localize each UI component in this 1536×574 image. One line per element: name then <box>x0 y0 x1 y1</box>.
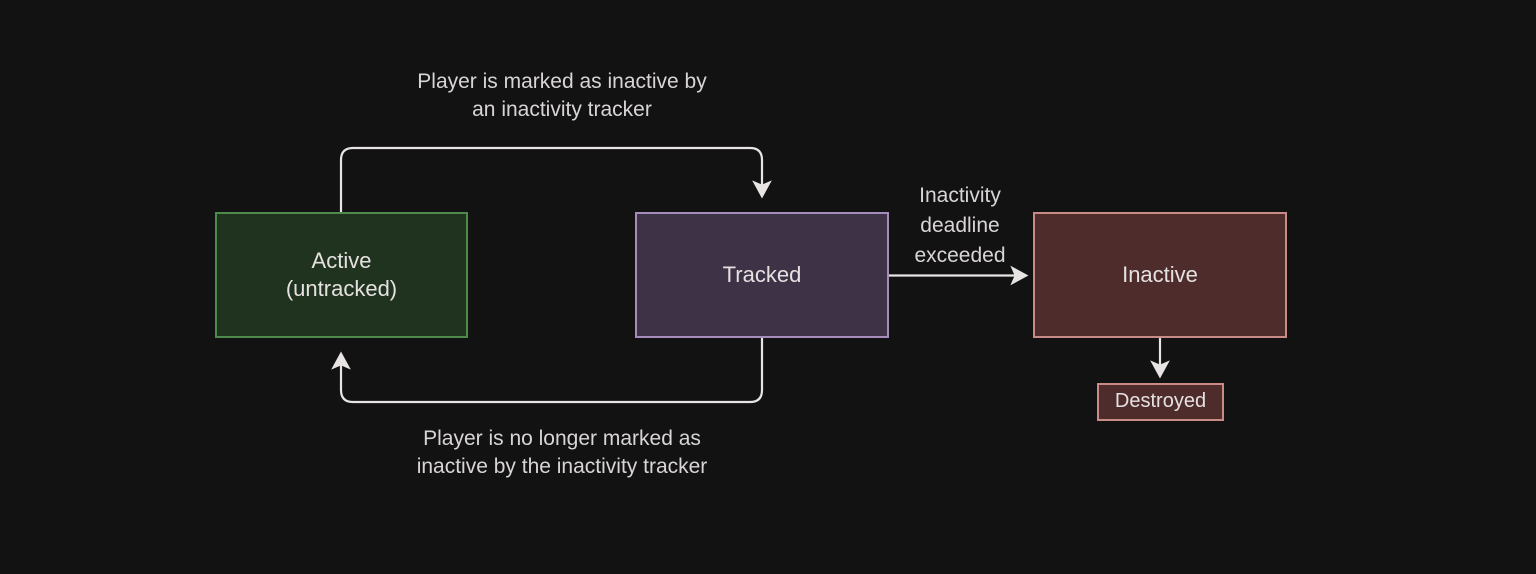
state-node-active-label: Active (untracked) <box>285 247 398 301</box>
state-node-destroyed[interactable]: Destroyed <box>1097 383 1224 421</box>
edge-tracked-to-active <box>331 338 764 404</box>
state-node-inactive[interactable]: Inactive <box>1033 212 1287 338</box>
edge-label-active-to-tracked: Player is marked as inactive by an inact… <box>417 70 707 121</box>
state-node-active[interactable]: Active (untracked) <box>215 212 468 338</box>
edge-label-tracked-to-inactive: Inactivity deadline exceeded <box>914 184 1006 267</box>
edge-label-tracked-to-active: Player is no longer marked as inactive b… <box>416 427 708 478</box>
edge-active-to-tracked <box>339 146 772 212</box>
state-node-destroyed-label: Destroyed <box>1114 390 1207 413</box>
state-node-tracked[interactable]: Tracked <box>635 212 889 338</box>
state-node-tracked-label: Tracked <box>722 261 802 287</box>
state-node-inactive-label: Inactive <box>1122 261 1198 287</box>
